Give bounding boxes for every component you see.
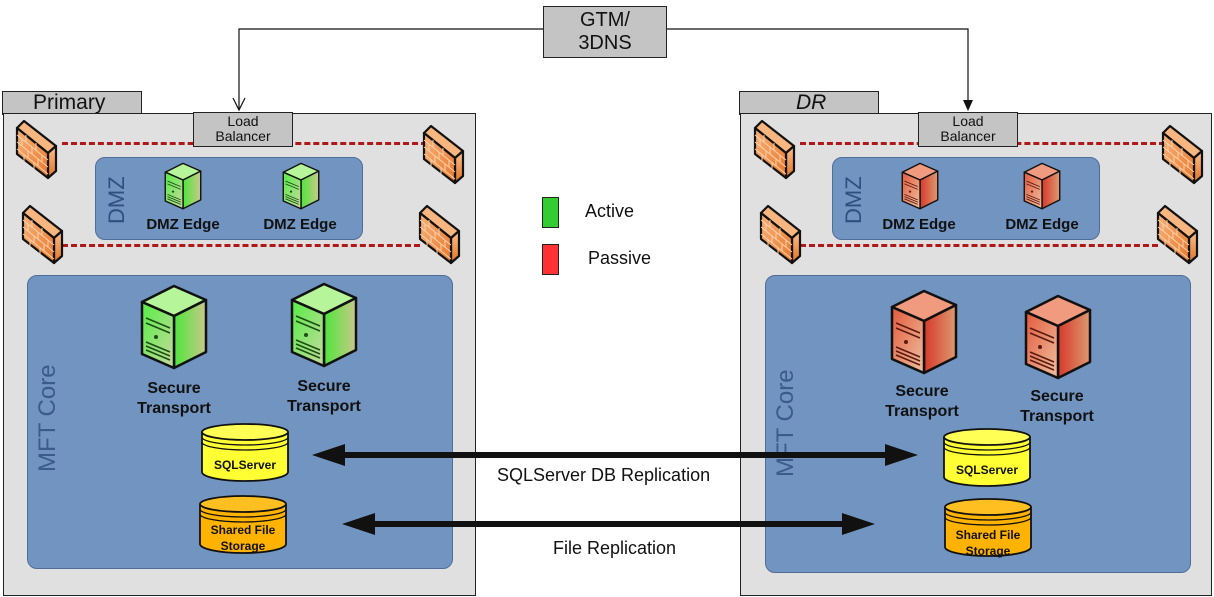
legend-passive-swatch <box>542 244 559 275</box>
label-line: Shared File <box>210 523 276 537</box>
gtm-connectors <box>232 28 973 112</box>
dr-sqlserver-label: SQLServer <box>955 463 1019 477</box>
gtm-dr-arrowhead <box>963 100 973 111</box>
db-replication-arrow <box>312 444 918 466</box>
primary-sqlserver-label: SQLServer <box>213 458 277 472</box>
gtm-3dns-box: GTM/ 3DNS <box>543 6 667 58</box>
dr-site-title: DR <box>739 91 879 115</box>
dr-secure-transport-label: Secure Transport <box>872 382 972 422</box>
label-line: Transport <box>885 403 959 420</box>
gtm-primary-arrowhead <box>232 97 246 112</box>
primary-load-balancer: Load Balancer <box>193 112 293 147</box>
dr-firewall-link-bottom <box>800 244 1158 247</box>
primary-storage-label: Shared File Storage <box>198 522 288 554</box>
primary-secure-transport-label: Secure Transport <box>274 377 374 417</box>
legend-active-label: Active <box>585 201 635 221</box>
dr-load-balancer: Load Balancer <box>918 112 1018 147</box>
file-replication-label: File Replication <box>553 538 677 558</box>
label-line: Transport <box>1020 408 1094 425</box>
primary-lb-line1: Load <box>227 113 259 129</box>
label-line: Transport <box>287 398 361 415</box>
label-line: Secure <box>1030 388 1084 405</box>
primary-lb-line2: Balancer <box>215 128 271 144</box>
gtm-line1: GTM/ <box>580 9 630 31</box>
primary-firewall-link-bottom <box>62 244 420 247</box>
primary-site-title: Primary <box>2 91 142 115</box>
dr-dmz-edge-label: DMZ Edge <box>1005 216 1079 233</box>
dr-lb-line1: Load <box>952 113 984 129</box>
primary-dmz-edge-label: DMZ Edge <box>146 216 220 233</box>
dr-storage-label: Shared File Storage <box>943 527 1033 559</box>
dr-lb-line2: Balancer <box>940 128 996 144</box>
primary-secure-transport-label: Secure Transport <box>124 379 224 419</box>
gtm-to-primary-connector <box>238 28 543 110</box>
gtm-to-dr-connector <box>667 28 969 100</box>
dr-dmz-edge-label: DMZ Edge <box>882 216 956 233</box>
legend-passive-label: Passive <box>588 248 652 268</box>
primary-dmz-edge-label: DMZ Edge <box>263 216 337 233</box>
label-line: Storage <box>965 544 1011 558</box>
label-line: Transport <box>137 400 211 417</box>
legend-active-swatch <box>542 197 559 228</box>
label-line: Secure <box>895 383 949 400</box>
legend: Active Passive <box>540 195 680 285</box>
label-line: Secure <box>147 380 201 397</box>
db-replication-label: SQLServer DB Replication <box>497 465 711 485</box>
gtm-line2: 3DNS <box>578 32 632 54</box>
label-line: Secure <box>297 378 351 395</box>
label-line: Shared File <box>955 528 1021 542</box>
label-line: Storage <box>220 539 266 553</box>
dr-secure-transport-label: Secure Transport <box>1007 387 1107 427</box>
file-replication-arrow <box>342 513 875 535</box>
